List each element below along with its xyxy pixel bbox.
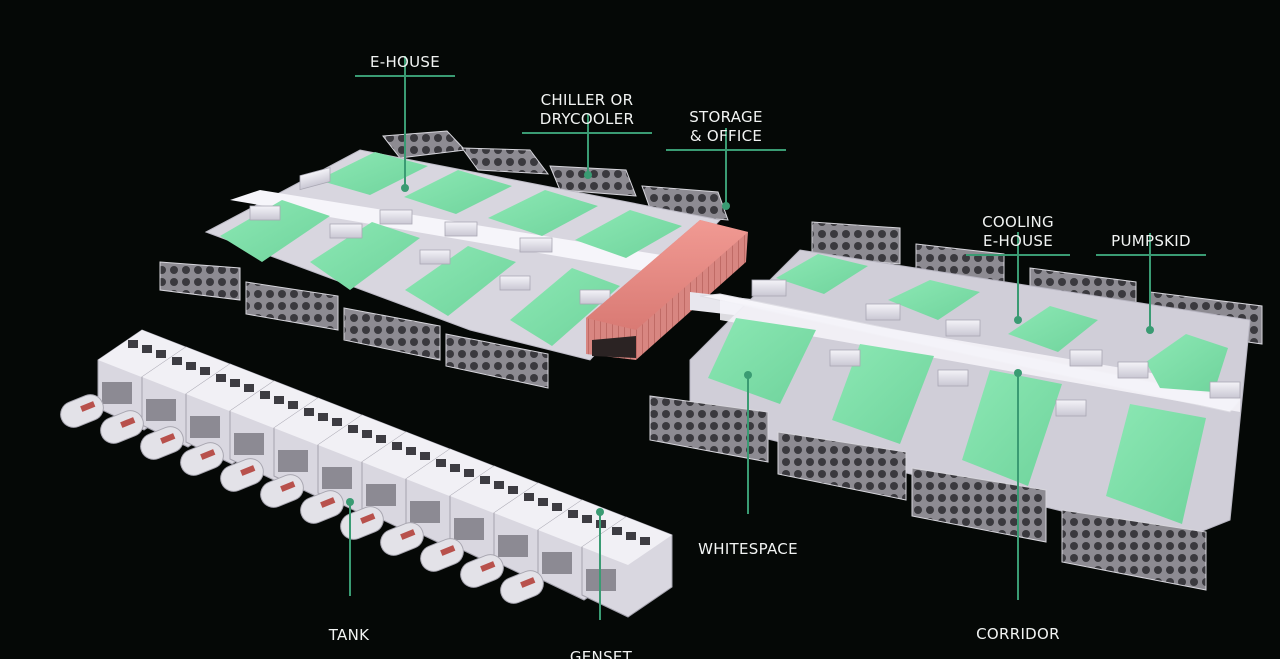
cooling-e-house-module xyxy=(865,303,901,321)
cooling-e-house-module xyxy=(937,369,969,387)
right-corridor xyxy=(720,300,1240,412)
e-house-module xyxy=(379,209,413,225)
chiller-row xyxy=(549,165,637,197)
whitespace-hall xyxy=(708,318,816,404)
label-tank-text: TANK xyxy=(328,626,370,644)
callout-lines xyxy=(349,56,1151,620)
label-whitespace: WHITESPACE xyxy=(683,521,813,578)
label-chiller: CHILLER OR DRYCOOLER xyxy=(522,72,652,153)
label-storage-office: STORAGE & OFFICE xyxy=(666,89,786,170)
e-house-module xyxy=(419,249,451,265)
left-building-block xyxy=(159,130,748,389)
cooling-e-house-module xyxy=(1069,349,1103,367)
whitespace-hall xyxy=(832,344,934,444)
chiller-row xyxy=(911,467,1047,543)
cooling-e-house-module xyxy=(1117,361,1149,379)
cooling-e-house-module xyxy=(1055,399,1087,417)
whitespace-hall xyxy=(310,222,420,290)
chiller-row xyxy=(382,130,467,159)
chiller-row xyxy=(777,431,907,501)
tank-unit xyxy=(140,426,184,460)
tank-unit xyxy=(500,570,544,604)
whitespace-hall xyxy=(405,246,516,316)
tank-unit xyxy=(420,538,464,572)
whitespace-hall xyxy=(1008,306,1098,352)
e-house-module xyxy=(249,205,281,221)
tank-unit xyxy=(260,474,304,508)
label-cooling-e-house: COOLING E-HOUSE xyxy=(966,194,1070,275)
chiller-row xyxy=(445,333,549,389)
whitespace-hall xyxy=(488,190,598,236)
e-house-module xyxy=(519,237,553,253)
genset-and-tank-yard xyxy=(60,329,673,618)
label-storage-office-text: STORAGE & OFFICE xyxy=(666,108,786,151)
whitespace-hall xyxy=(575,210,682,258)
whitespace-hall xyxy=(220,200,330,262)
chiller-row xyxy=(343,307,441,361)
label-corridor-text: CORRIDOR xyxy=(976,625,1060,643)
whitespace-hall xyxy=(776,254,868,294)
storage-office-building xyxy=(586,220,748,360)
whitespace-hall xyxy=(1106,404,1206,524)
chiller-row xyxy=(460,147,550,175)
e-house-module xyxy=(499,275,531,291)
cooling-e-house-module xyxy=(751,279,787,297)
label-corridor: CORRIDOR xyxy=(962,606,1074,659)
label-cooling-e-house-text: COOLING E-HOUSE xyxy=(966,213,1070,256)
tank-unit xyxy=(380,522,424,556)
e-house-module xyxy=(329,223,363,239)
tank-unit xyxy=(460,554,504,588)
label-whitespace-text: WHITESPACE xyxy=(698,540,798,558)
e-house-module xyxy=(579,289,611,305)
tank-unit xyxy=(300,490,344,524)
label-e-house-text: E-HOUSE xyxy=(355,53,455,77)
callout-dots xyxy=(346,171,1154,516)
whitespace-hall xyxy=(1146,334,1228,392)
cooling-e-house-module xyxy=(945,319,981,337)
cooling-e-house-module xyxy=(1209,381,1241,399)
label-pumpskid: PUMPSKID xyxy=(1096,213,1206,275)
chiller-row xyxy=(159,261,241,301)
e-house-module xyxy=(444,221,478,237)
whitespace-hall xyxy=(888,280,980,320)
tank-unit xyxy=(180,442,224,476)
label-tank: TANK xyxy=(309,607,389,659)
chiller-row xyxy=(1061,509,1207,591)
whitespace-hall xyxy=(404,170,512,214)
chiller-row xyxy=(649,395,769,463)
label-pumpskid-text: PUMPSKID xyxy=(1096,232,1206,256)
whitespace-hall xyxy=(962,370,1062,486)
cooling-e-house-module xyxy=(829,349,861,367)
label-chiller-text: CHILLER OR DRYCOOLER xyxy=(522,91,652,134)
label-genset-text: GENSET xyxy=(569,648,633,659)
label-e-house: E-HOUSE xyxy=(355,34,455,96)
whitespace-hall xyxy=(318,152,428,195)
chiller-row xyxy=(811,221,901,265)
right-building-block xyxy=(649,221,1263,591)
tank-unit xyxy=(100,410,144,444)
label-genset: GENSET xyxy=(556,629,646,659)
whitespace-hall xyxy=(510,268,620,346)
chiller-row xyxy=(245,281,339,331)
e-house-module xyxy=(299,167,331,191)
tank-unit xyxy=(220,458,264,492)
tank-unit xyxy=(340,506,384,540)
tank-unit xyxy=(60,394,104,428)
genset-unit xyxy=(581,516,673,618)
